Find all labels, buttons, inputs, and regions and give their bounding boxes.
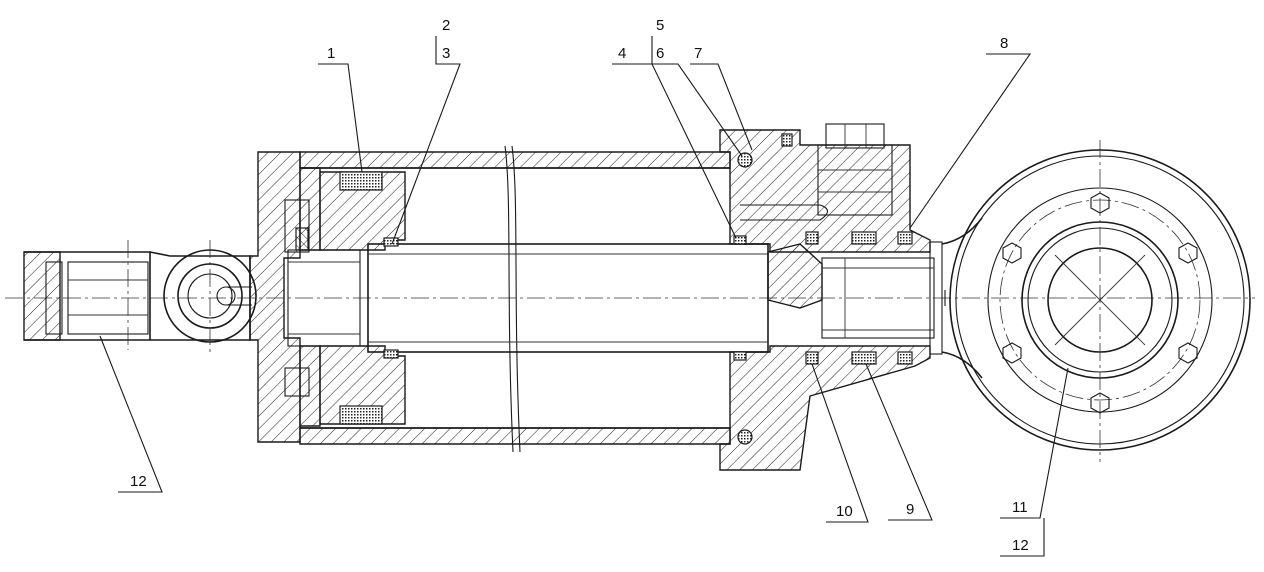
callout-8: 8 <box>1000 35 1008 52</box>
callout-4: 4 <box>618 45 626 62</box>
callout-12-right: 12 <box>1012 537 1029 554</box>
right-eye <box>941 140 1251 462</box>
callout-5: 5 <box>656 17 664 34</box>
callout-3: 3 <box>442 45 450 62</box>
front-gland <box>719 123 946 471</box>
cylinder-tube <box>299 145 731 453</box>
leader-lines <box>99 36 1069 557</box>
callout-10: 10 <box>836 503 853 520</box>
piston-rod <box>367 237 769 359</box>
bolt-heads <box>1002 192 1198 414</box>
rear-cap <box>249 151 321 443</box>
callout-7: 7 <box>694 45 702 62</box>
callout-2: 2 <box>442 17 450 34</box>
callout-11: 11 <box>1012 499 1028 516</box>
callouts: 1 2 3 4 5 6 7 8 9 10 11 12 12 <box>130 17 1029 554</box>
callout-6: 6 <box>656 45 664 62</box>
callout-1: 1 <box>327 45 335 62</box>
piston <box>287 171 406 425</box>
left-clevis <box>23 240 257 352</box>
callout-12-left: 12 <box>130 473 147 490</box>
callout-9: 9 <box>906 501 914 518</box>
